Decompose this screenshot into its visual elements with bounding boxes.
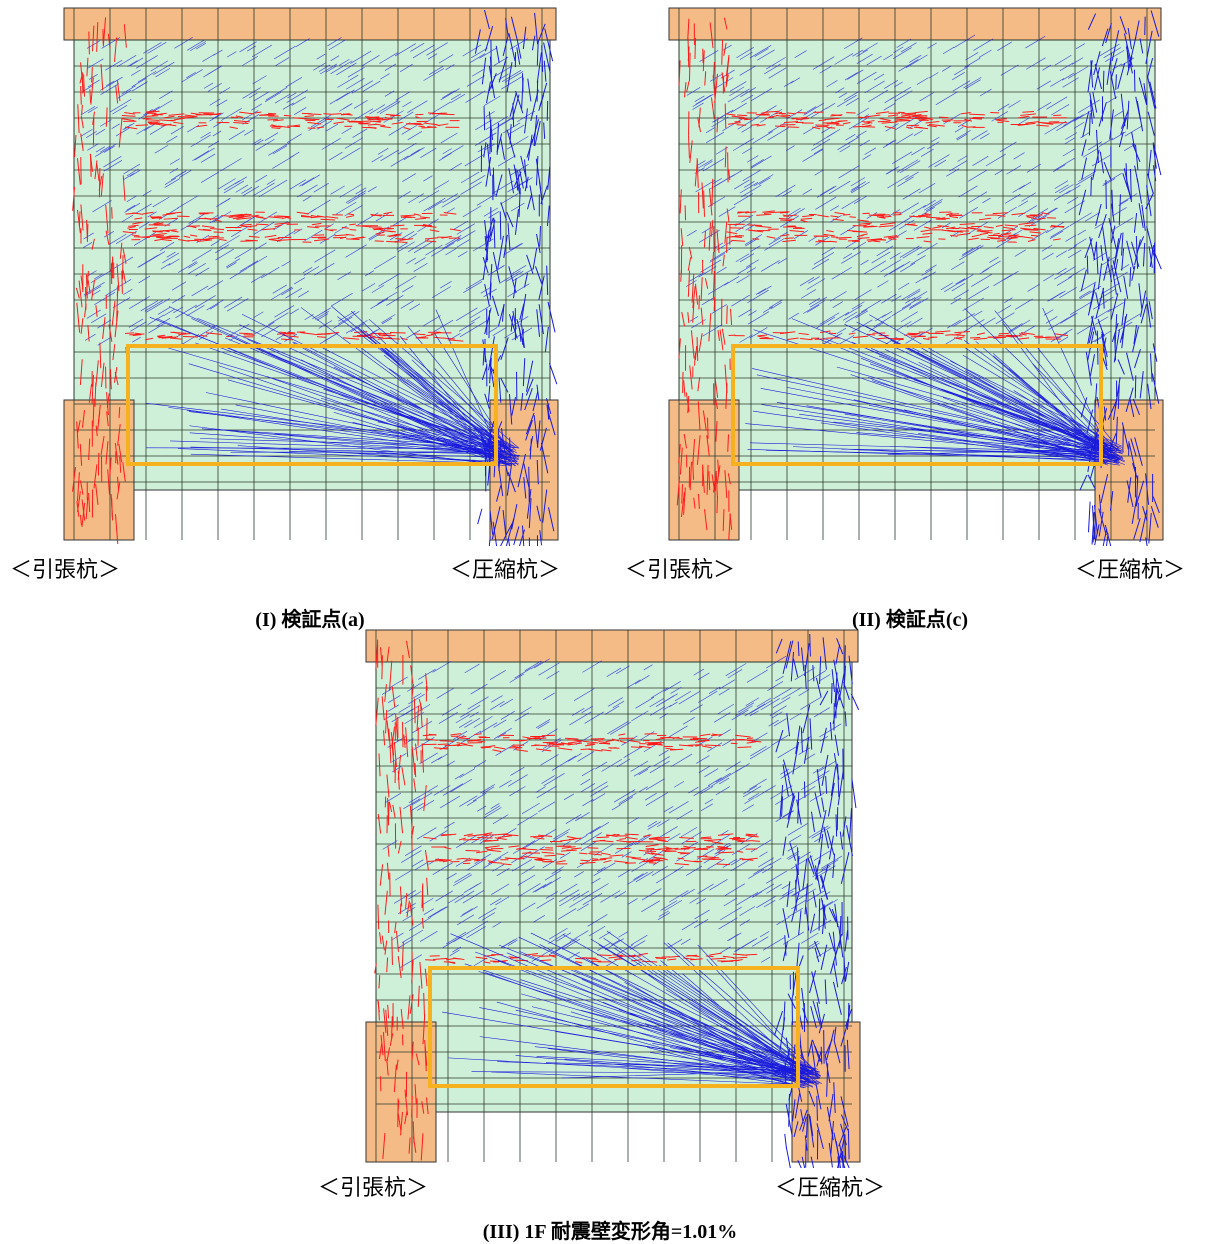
tension-pile-label-1: ＜引張杭＞ [10, 552, 120, 584]
compression-pile-label-2: ＜圧縮杭＞ [1075, 552, 1185, 584]
tension-pile-cap [669, 400, 739, 540]
stress-panel-1 [60, 6, 590, 546]
tension-pile-label-2: ＜引張杭＞ [625, 552, 735, 584]
top-slab [669, 8, 1161, 40]
stress-panel-3 [362, 628, 892, 1168]
stress-diagram-2 [665, 6, 1195, 546]
top-slab [64, 8, 556, 40]
compression-pile-cap [490, 400, 558, 540]
compression-pile-label-3: ＜圧縮杭＞ [775, 1170, 885, 1202]
stress-diagram-1 [60, 6, 590, 546]
wall-panel [74, 40, 550, 490]
panel-caption-3: (III) 1F 耐震壁変形角=1.01% [430, 1215, 790, 1244]
tension-pile-label-3: ＜引張杭＞ [318, 1170, 428, 1202]
compression-pile-cap [1095, 400, 1163, 540]
compression-pile-label-1: ＜圧縮杭＞ [450, 552, 560, 584]
stress-diagram-3 [362, 628, 892, 1168]
stress-panel-2 [665, 6, 1195, 546]
tension-pile-cap [366, 1022, 436, 1162]
compression-pile-cap [792, 1022, 860, 1162]
